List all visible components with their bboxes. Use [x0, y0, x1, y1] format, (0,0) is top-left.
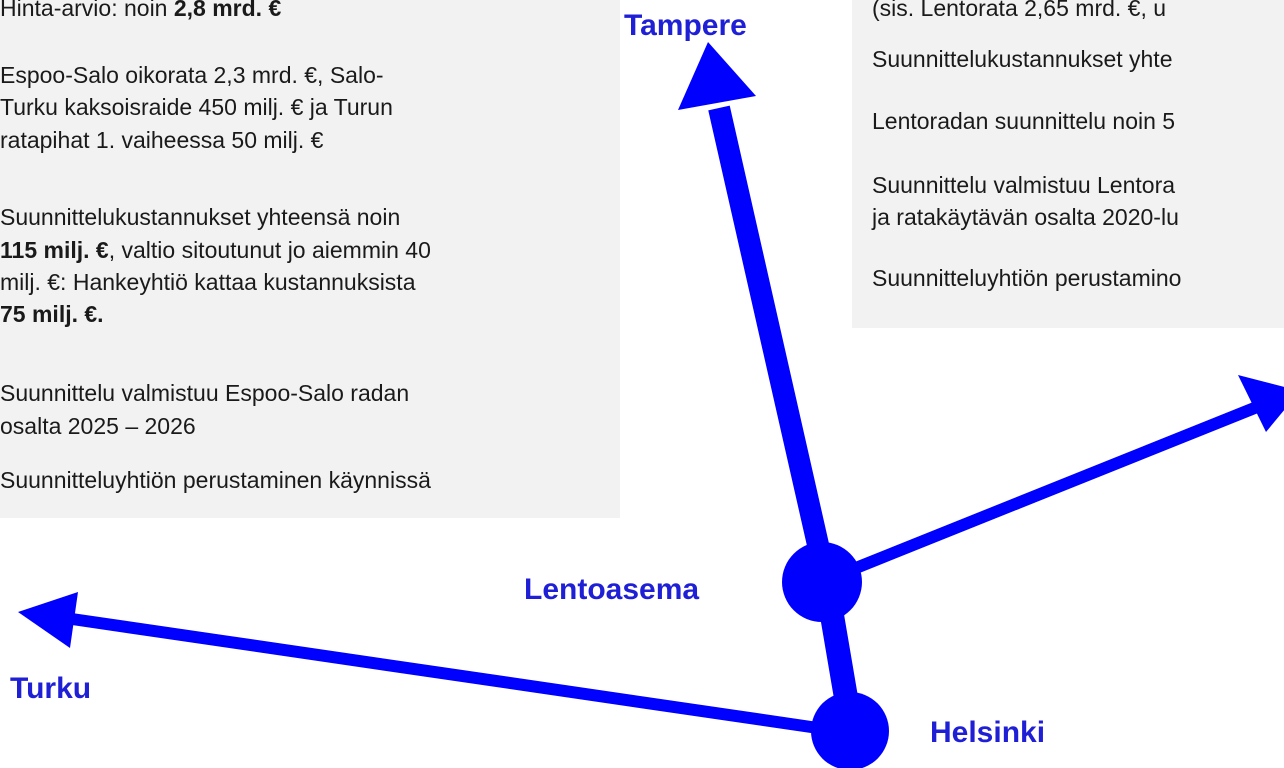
design-cost-total: 115 milj. € — [0, 237, 109, 263]
cost-estimate: Hinta-arvio: noin 2,8 mrd. € — [0, 0, 281, 22]
east-line — [823, 399, 1265, 586]
turku-label: Turku — [10, 672, 92, 705]
rp-schedule-2: ja ratakäytävän osalta 2020-lu — [872, 204, 1179, 230]
breakdown-line-3: ratapihat 1. vaiheessa 50 milj. € — [0, 127, 324, 153]
design-cost-line-2: 115 milj. €, valtio sitoutunut jo aiemmi… — [0, 236, 431, 264]
company-status: Suunnitteluyhtiön perustaminen käynnissä — [0, 467, 431, 493]
tampere-line — [708, 105, 837, 583]
lentoasema-node — [782, 542, 862, 622]
design-cost-line-1: Suunnittelukustannukset yhteensä noin — [0, 204, 401, 230]
tampere-arrowhead — [678, 42, 756, 110]
breakdown-line-2: Turku kaksoisraide 450 milj. € ja Turun — [0, 94, 393, 120]
rp-company-status: Suunnitteluyhtiön perustamino — [872, 265, 1182, 291]
cost-value: 2,8 mrd. € — [173, 0, 282, 21]
rp-airport-design: Lentoradan suunnittelu noin 5 — [872, 108, 1176, 134]
tampere-label: Tampere — [624, 9, 747, 42]
lentoasema-label: Lentoasema — [524, 573, 700, 606]
turku-arrowhead — [18, 592, 78, 648]
rp-cost: (sis. Lentorata 2,65 mrd. €, u — [872, 0, 1167, 21]
rp-schedule-1: Suunnittelu valmistuu Lentora — [872, 172, 1176, 198]
breakdown-line-1: Espoo-Salo oikorata 2,3 mrd. €, Salo- — [0, 62, 384, 88]
company-share: 75 milj. €. — [0, 301, 104, 327]
lentorata-info-panel: (sis. Lentorata 2,65 mrd. €, u Suunnitte… — [852, 0, 1284, 328]
rp-design-costs: Suunnittelukustannukset yhte — [872, 46, 1173, 72]
cost-prefix: Hinta-arvio: noin — [0, 0, 174, 21]
schedule-line-2: osalta 2025 – 2026 — [0, 413, 196, 439]
helsinki-label: Helsinki — [930, 716, 1046, 749]
design-cost-line-3: milj. €: Hankeyhtiö kattaa kustannuksist… — [0, 269, 416, 295]
design-cost-rest: , valtio sitoutunut jo aiemmin 40 — [108, 237, 431, 263]
design-cost-line-4: 75 milj. €. — [0, 300, 104, 328]
turku-info-panel: Hinta-arvio: noin 2,8 mrd. € Espoo-Salo … — [0, 0, 620, 518]
schedule-line-1: Suunnittelu valmistuu Espoo-Salo radan — [0, 380, 410, 406]
east-arrowhead — [1238, 375, 1284, 432]
turku-line — [71, 613, 853, 739]
helsinki-node — [811, 692, 889, 768]
